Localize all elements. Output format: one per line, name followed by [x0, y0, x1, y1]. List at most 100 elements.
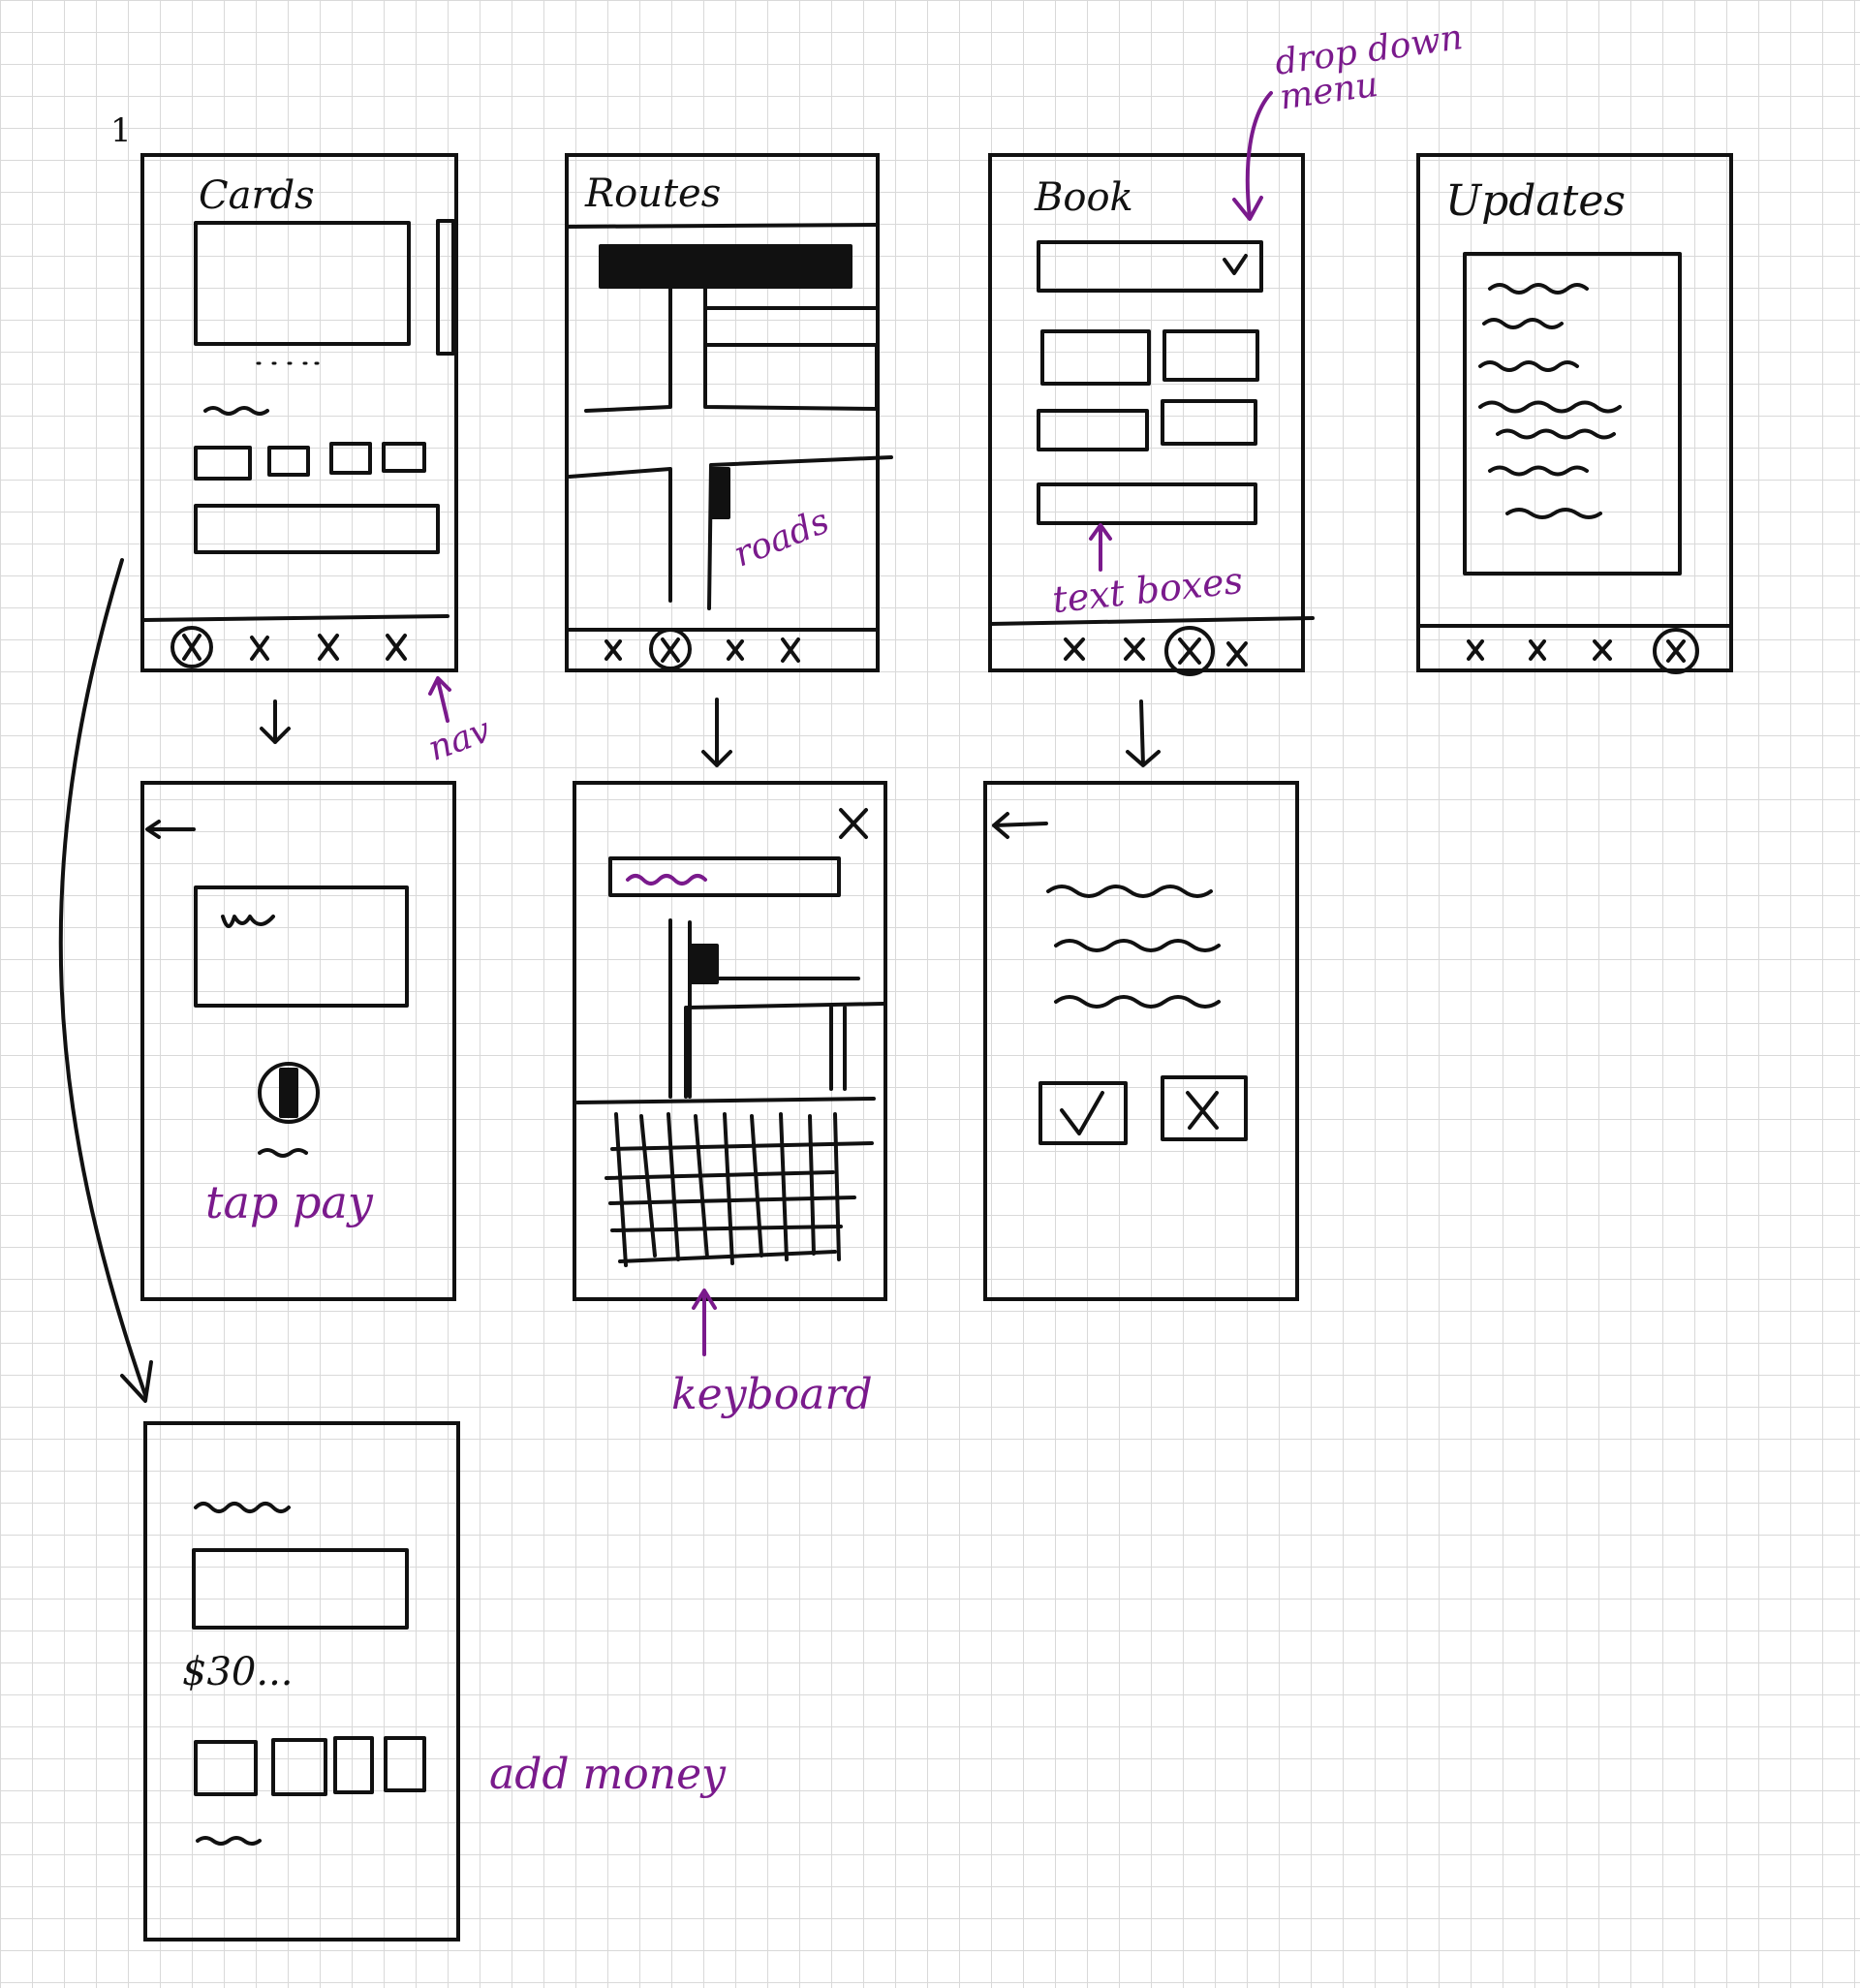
- confirm-text-squiggle: [1054, 939, 1221, 952]
- keyboard-divider: [575, 1097, 876, 1104]
- tap-pay-screen: [140, 781, 456, 1301]
- add-money-screen: [143, 1421, 460, 1941]
- amount-label: $30...: [182, 1650, 294, 1694]
- nav-x-icon: [1178, 637, 1201, 665]
- update-text-squiggle: [1488, 283, 1589, 295]
- check-icon: [1060, 1091, 1104, 1135]
- map-road: [703, 285, 879, 310]
- dropdown-field: [1037, 240, 1263, 293]
- flow-arrow: [1126, 699, 1161, 767]
- amount-option-box: [271, 1738, 327, 1796]
- annotation-arrow: [1232, 91, 1273, 221]
- annotation-arrow: [692, 1289, 717, 1356]
- updates-nav-selected: [1653, 628, 1699, 674]
- book-title: Book: [1035, 175, 1133, 220]
- option-box: [329, 442, 372, 475]
- add-money-text-squiggle: [196, 1836, 262, 1846]
- cards-title: Cards: [199, 173, 315, 218]
- map-road: [684, 1006, 847, 1099]
- annotation-arrow: [1089, 523, 1112, 572]
- add-money-card-box: [192, 1548, 409, 1630]
- amount-option-box: [333, 1736, 374, 1794]
- card-image-box: [194, 221, 411, 346]
- close-icon: [839, 808, 868, 839]
- option-box: [194, 446, 252, 481]
- tap-text-squiggle: [258, 1148, 308, 1158]
- map-road: [703, 343, 879, 409]
- update-text-squiggle: [1488, 465, 1589, 477]
- cards-screen: [140, 153, 458, 672]
- routes-search-bar: [599, 244, 852, 289]
- keyboard-annotation: keyboard: [671, 1370, 873, 1419]
- next-card-peek: [436, 219, 455, 356]
- nav-x-icon: [182, 634, 202, 661]
- flow-arrow: [701, 698, 732, 767]
- text-box: [1037, 482, 1257, 525]
- nav-x-icon: [1064, 637, 1085, 661]
- nav-x-icon: [604, 639, 622, 661]
- nav-x-icon: [727, 639, 744, 661]
- add-money-text-squiggle: [194, 1502, 291, 1513]
- confirm-text-squiggle: [1046, 885, 1213, 898]
- booking-confirm-screen: [983, 781, 1299, 1301]
- update-text-squiggle: [1482, 318, 1564, 329]
- nav-x-icon: [661, 637, 680, 663]
- routes-header-divider: [566, 223, 879, 229]
- book-screen: [988, 153, 1305, 672]
- add-money-annotation: add money: [489, 1750, 726, 1799]
- routes-title: Routes: [585, 171, 722, 216]
- updates-screen: [1416, 153, 1733, 672]
- nav-x-icon: [1467, 639, 1484, 661]
- text-box: [1037, 409, 1149, 451]
- text-box: [1040, 329, 1151, 386]
- annotation-arrow: [428, 676, 451, 723]
- update-text-squiggle: [1505, 508, 1602, 519]
- option-box: [267, 446, 310, 477]
- page-number: 1: [110, 111, 132, 150]
- map-road: [584, 285, 672, 413]
- flow-arrow: [260, 699, 291, 744]
- text-box: [1162, 329, 1259, 382]
- map-building: [709, 467, 730, 519]
- updates-title: Updates: [1445, 176, 1626, 226]
- amount-option-box: [194, 1740, 258, 1796]
- map-road: [707, 455, 893, 610]
- nav-x-icon: [1226, 641, 1248, 667]
- nav-x-icon: [318, 634, 339, 661]
- flow-arrow: [58, 558, 153, 1403]
- amount-option-box: [384, 1736, 426, 1792]
- card-wide-button: [194, 504, 440, 554]
- cards-nav-selected: [170, 626, 213, 668]
- routes-screen: [565, 153, 880, 672]
- back-arrow-icon: [992, 812, 1048, 839]
- route-search-field: [608, 856, 841, 897]
- update-text-squiggle: [1478, 400, 1622, 414]
- book-nav-divider: [988, 616, 1315, 626]
- nav-x-icon: [250, 636, 269, 661]
- option-box: [382, 442, 426, 473]
- map-building: [688, 944, 719, 984]
- map-road: [703, 285, 879, 411]
- update-text-squiggle: [1496, 428, 1616, 440]
- cards-nav-divider: [141, 614, 450, 622]
- map-road: [568, 467, 672, 603]
- keyboard-sketch: [614, 1112, 841, 1267]
- phone-icon: [279, 1068, 298, 1118]
- updates-panel: [1463, 252, 1682, 575]
- tap-pay-icon: [258, 1062, 320, 1124]
- nav-x-icon: [386, 634, 407, 661]
- update-text-squiggle: [1478, 360, 1579, 372]
- annotation-squiggle: [626, 874, 707, 885]
- tap-pay-annotation: tap pay: [205, 1176, 373, 1228]
- card-text-squiggle: [221, 915, 275, 928]
- keyboard-sketch: [604, 1141, 874, 1263]
- cancel-button: [1161, 1075, 1248, 1141]
- card-preview-box: [194, 885, 409, 1008]
- nav-x-icon: [1529, 639, 1546, 661]
- dropdown-chevron: [1223, 254, 1248, 275]
- nav-x-icon: [1666, 639, 1686, 663]
- close-icon: [1186, 1091, 1219, 1130]
- nav-x-icon: [781, 637, 800, 663]
- nav-x-icon: [1124, 637, 1145, 661]
